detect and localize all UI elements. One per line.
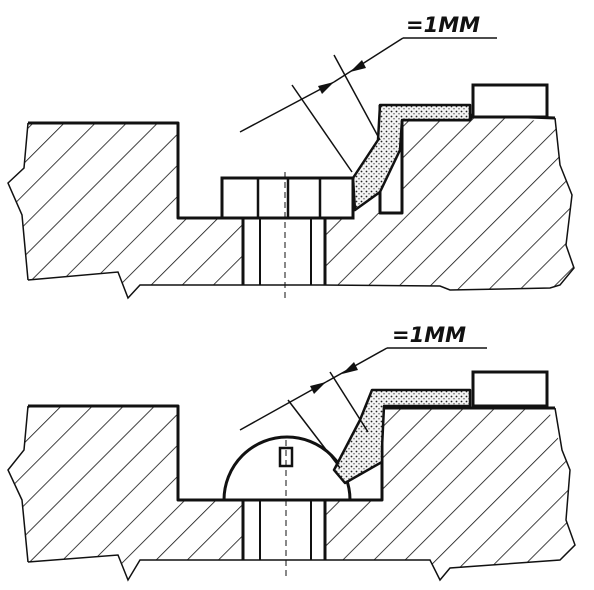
top-thickness-label: =1MM [406,13,480,37]
top-sealant-layer [351,103,472,212]
top-hex-screw-head [220,176,355,220]
bottom-thickness-label: =1MM [392,323,466,347]
top-dimension: =1MM [239,13,497,173]
bottom-assembly: =1MM [7,323,576,582]
bottom-dimension: =1MM [239,323,487,469]
bottom-base-body [8,406,575,580]
top-screw-shank [241,172,327,300]
bottom-sealant-layer [332,388,472,485]
bottom-dome-screw-head [222,435,352,502]
top-cover-plate [471,83,549,119]
bottom-cover-plate [471,370,549,408]
top-base-body [8,104,574,298]
top-assembly: =1MM [7,13,575,300]
bottom-screw-shank [241,440,327,580]
